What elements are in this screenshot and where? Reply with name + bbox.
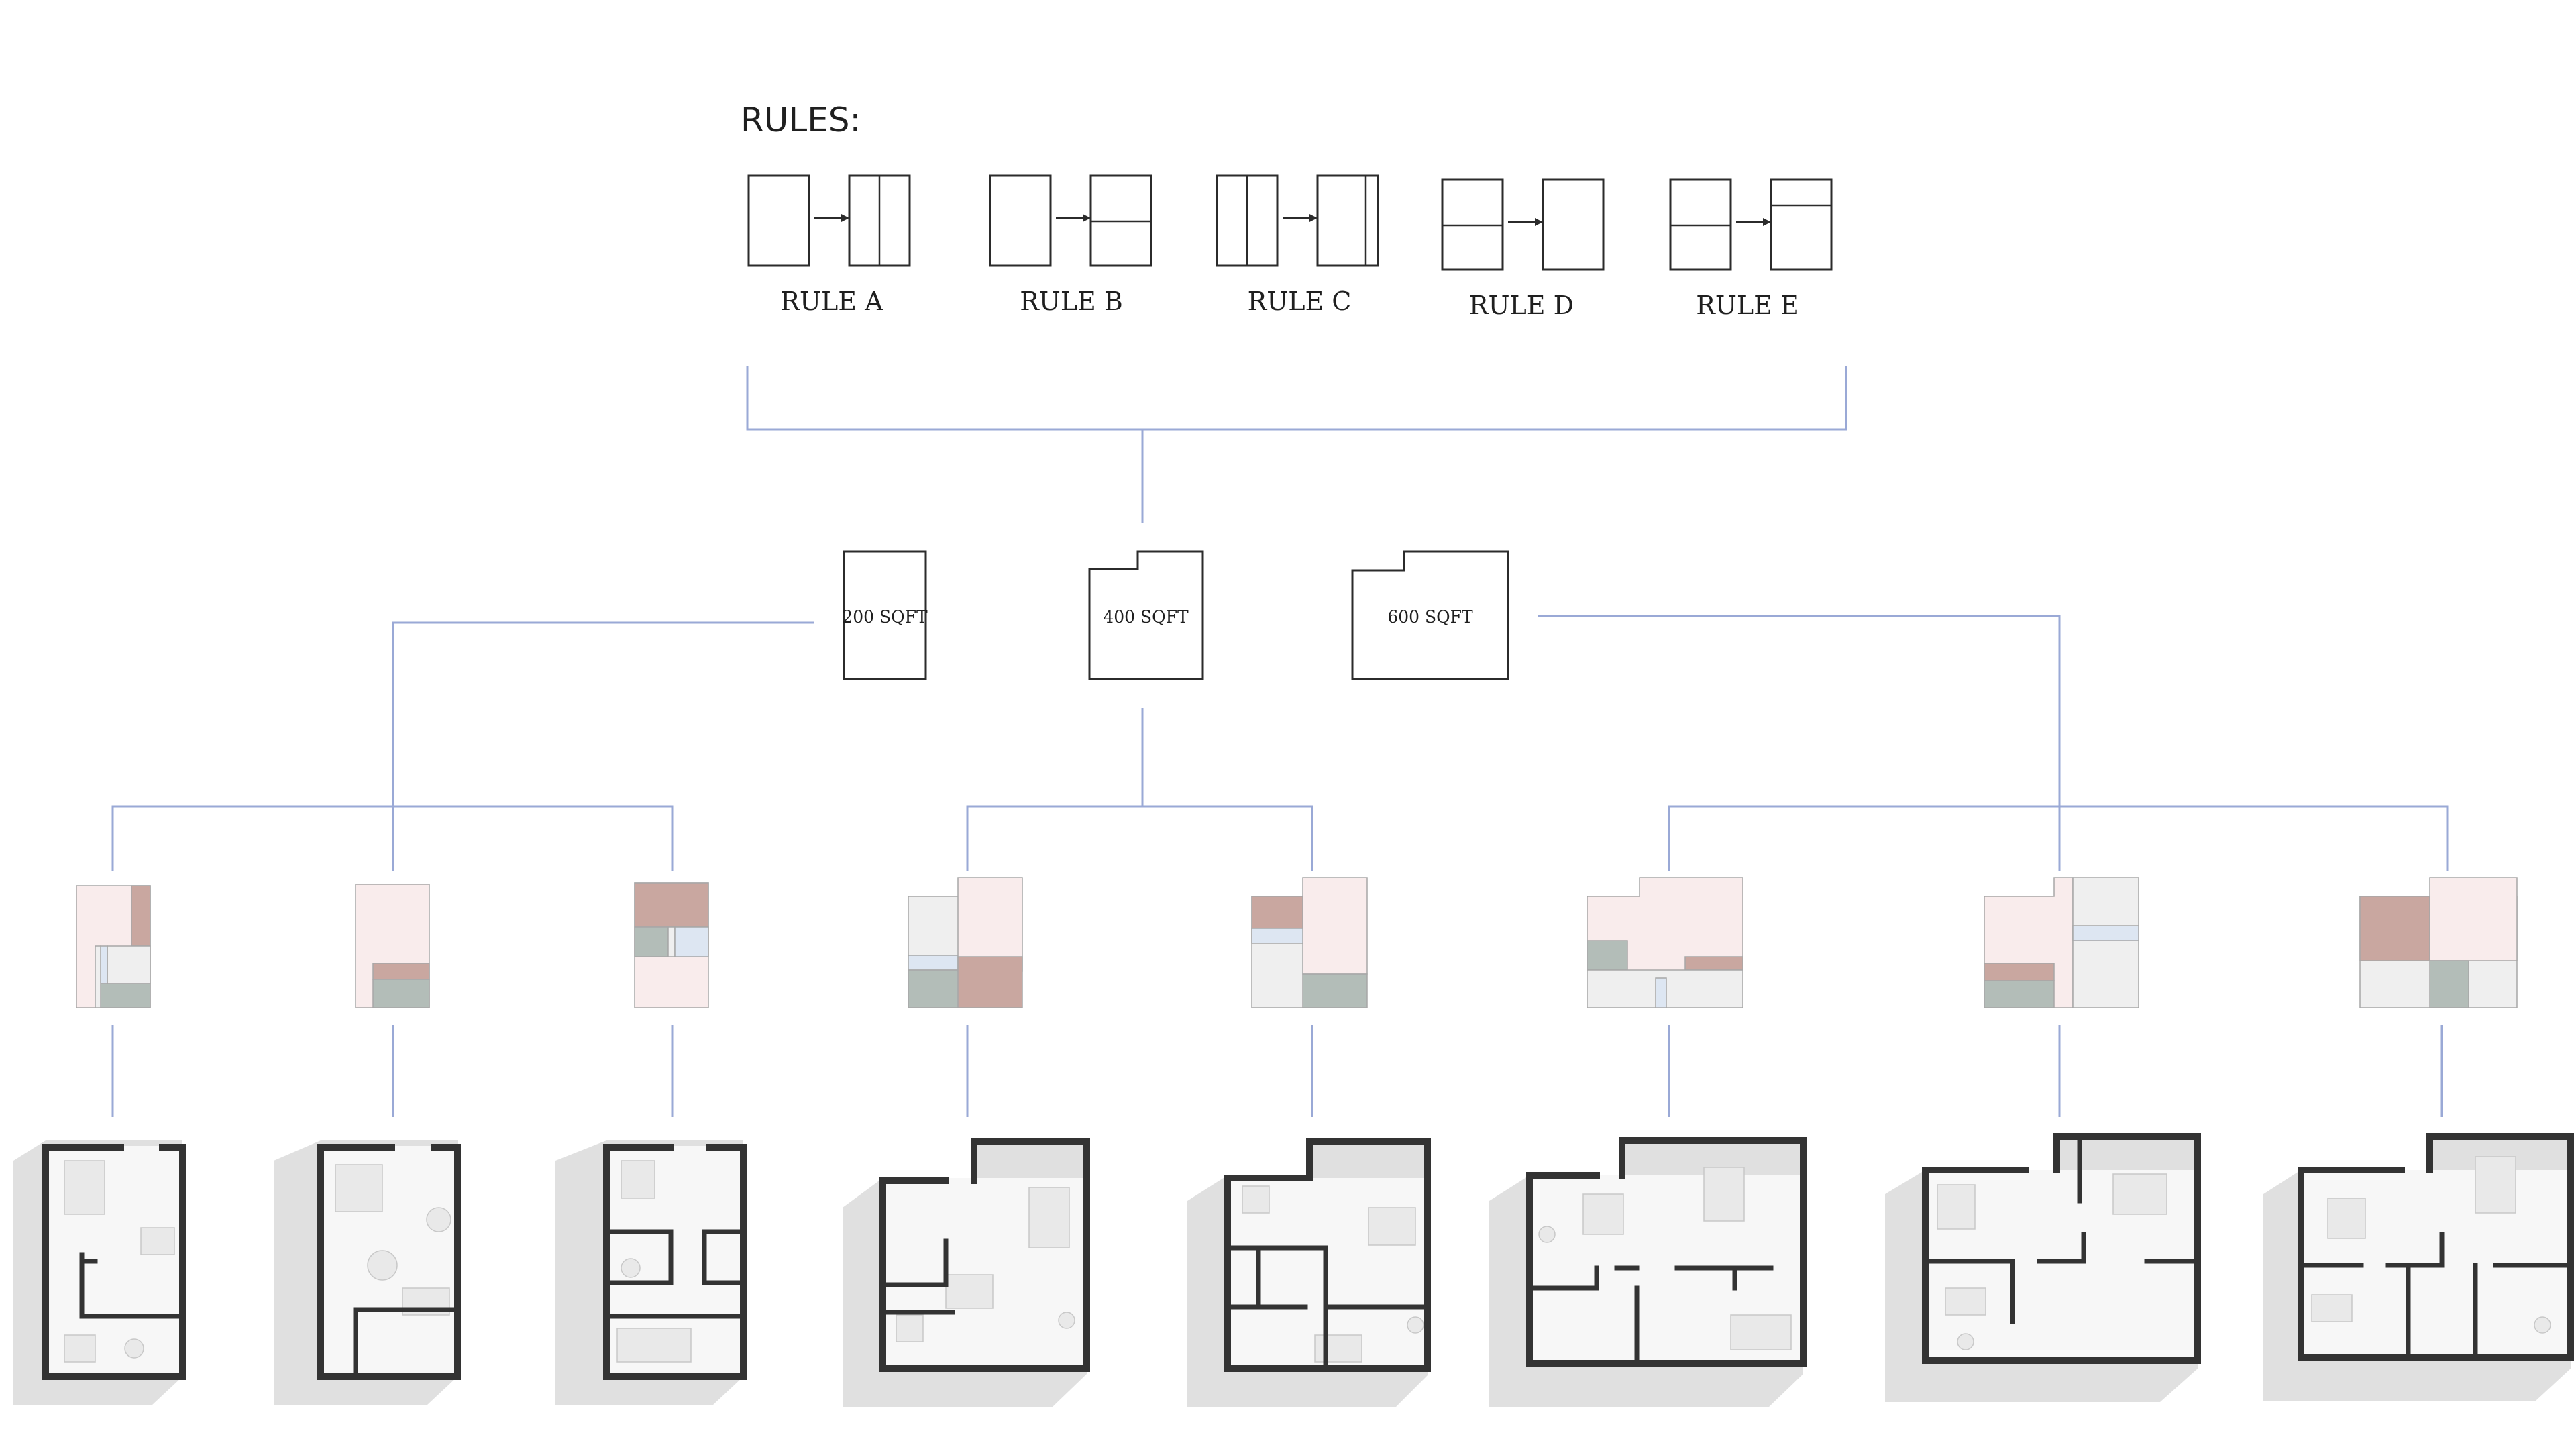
rule-a-label: RULE A bbox=[780, 286, 883, 316]
rule-c-diagram bbox=[1216, 174, 1379, 267]
rule-e-label: RULE E bbox=[1696, 290, 1799, 320]
variant-400-2 bbox=[1251, 877, 1368, 1008]
rule-c-label: RULE C bbox=[1248, 286, 1352, 316]
floor-plan-200-2 bbox=[274, 1140, 461, 1405]
variant-600-1 bbox=[1587, 877, 1743, 1008]
unit-400-sqft-box bbox=[1088, 550, 1204, 680]
rule-d-diagram bbox=[1441, 178, 1605, 271]
floor-plan-600-2 bbox=[1885, 1133, 2201, 1402]
unit-200-sqft-label: 200 SQFT bbox=[842, 607, 928, 627]
floor-plan-600-1 bbox=[1489, 1137, 1807, 1407]
variant-600-3 bbox=[2359, 877, 2518, 1008]
rule-b-diagram bbox=[989, 174, 1152, 267]
floor-plan-200-3 bbox=[555, 1140, 747, 1405]
unit-400-sqft-label: 400 SQFT bbox=[1103, 607, 1189, 627]
rule-d-label: RULE D bbox=[1469, 290, 1574, 320]
rules-title: RULES: bbox=[741, 101, 861, 140]
connector-600-sqft bbox=[1538, 615, 2449, 871]
rules-bracket-connector bbox=[746, 366, 1847, 523]
unit-600-sqft-box bbox=[1351, 550, 1509, 680]
floor-plan-200-1 bbox=[13, 1140, 186, 1405]
floor-plan-400-2 bbox=[1187, 1138, 1431, 1407]
connector-200-sqft bbox=[111, 621, 814, 871]
variant-200-3 bbox=[634, 882, 709, 1008]
variant-200-1 bbox=[76, 885, 151, 1008]
variant-to-plan-connectors bbox=[111, 1025, 2443, 1117]
rule-a-diagram bbox=[747, 174, 911, 267]
variant-400-1 bbox=[908, 877, 1023, 1008]
variant-600-2 bbox=[1984, 877, 2139, 1008]
floor-plan-600-3 bbox=[2263, 1133, 2574, 1401]
variant-200-2 bbox=[355, 884, 430, 1008]
floor-plan-400-1 bbox=[843, 1138, 1090, 1407]
unit-200-sqft-box bbox=[843, 550, 927, 680]
connector-400-sqft bbox=[966, 708, 1313, 871]
rule-b-label: RULE B bbox=[1020, 286, 1123, 316]
unit-600-sqft-label: 600 SQFT bbox=[1387, 607, 1473, 627]
rule-e-diagram bbox=[1669, 178, 1833, 271]
